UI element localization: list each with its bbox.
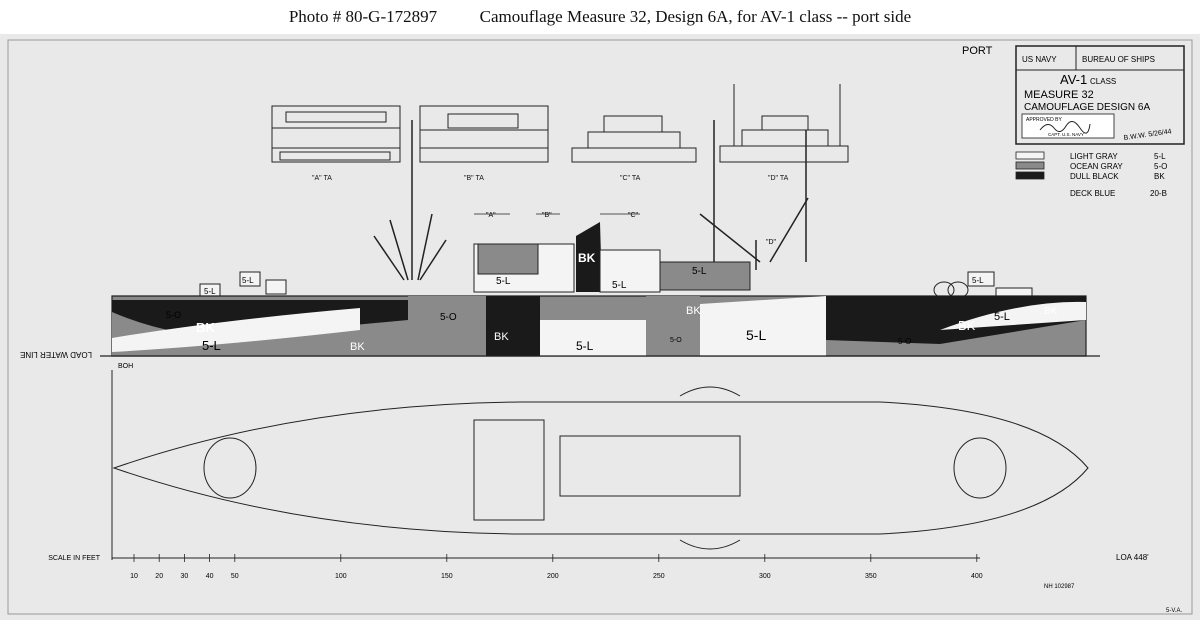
title-measure: MEASURE 32	[1024, 89, 1094, 101]
label-bk-fwd: BK	[350, 341, 365, 353]
view-c	[571, 115, 697, 163]
legend-swatch-light-gray	[1015, 151, 1045, 160]
label-bk-super: BK	[686, 305, 701, 317]
corner-mark: 5-V.A.	[1166, 608, 1182, 614]
label-bk-aft: BK	[958, 318, 976, 333]
title-class-suffix: CLASS	[1090, 77, 1116, 86]
scale-tick-label: 100	[335, 573, 347, 580]
legend-swatch-dull-black	[1015, 171, 1045, 180]
waterline-label: LOAD WATER LINE	[20, 350, 92, 359]
length-label: LOA 448'	[1116, 553, 1149, 562]
masts-and-booms	[373, 120, 809, 281]
scale-label: SCALE IN FEET	[48, 555, 100, 562]
marker-c: "C"	[628, 212, 639, 219]
legend-name-light-gray: LIGHT GRAY	[1070, 152, 1118, 161]
legend-swatch-ocean-gray	[1015, 161, 1045, 170]
superstructure-elevation: BK 5-L 5-L 5-L 5-L 5-L 5-L	[199, 222, 1033, 301]
drawn-by: B.W.W. 5/26/44	[1123, 128, 1172, 142]
approval-stamp	[1021, 113, 1115, 139]
view-b-label: "B" TA	[464, 175, 484, 182]
scale-tick-label: 40	[206, 573, 214, 580]
marker-d: "D"	[766, 239, 777, 246]
caption-description: Camouflage Measure 32, Design 6A, for AV…	[479, 7, 912, 26]
view-d	[719, 84, 849, 163]
hull-elevation: 5-O BK 5-L BK 5-O BK 5-L 5-O BK 5-L 5-O …	[111, 295, 1087, 357]
label-5o-aft-small: 5-O	[670, 337, 682, 344]
scale-tick-label: 300	[759, 573, 771, 580]
scale-tick-label: 250	[653, 573, 665, 580]
scale-tick-label: 30	[181, 573, 189, 580]
scale-tick-label: 20	[155, 573, 163, 580]
legend-code-ocean-gray: 5-O	[1154, 162, 1167, 171]
view-c-label: "C" TA	[620, 175, 641, 182]
approval-signature	[1039, 121, 1091, 134]
marker-a: "A"	[486, 212, 496, 219]
label-5l-boat: 5-L	[692, 266, 707, 277]
view-a-label: "A" TA	[312, 175, 332, 182]
label-5l-gun-b: 5-L	[204, 287, 216, 296]
approver-title: CAPT. U.S. NAVY	[1048, 132, 1084, 137]
scale-tick-label: 10	[130, 573, 138, 580]
paint-legend: LIGHT GRAY 5-L OCEAN GRAY 5-O DULL BLACK…	[1015, 151, 1167, 198]
scale-ticks: 10 20 30 40 50 100 150 200 250 300 350 400	[130, 554, 983, 580]
title-org-left: US NAVY	[1022, 55, 1057, 64]
photo-caption: Photo # 80-G-172897 Camouflage Measure 3…	[0, 0, 1200, 34]
title-design: CAMOUFLAGE DESIGN 6A	[1024, 102, 1150, 113]
approved-label: APPROVED BY	[1026, 117, 1063, 123]
drawing-sheet: PORT US NAVY BUREAU OF SHIPS AV-1 CLASS …	[0, 34, 1200, 620]
view-a	[271, 105, 401, 163]
legend-code-deck-blue: 20-B	[1150, 189, 1167, 198]
elevation-markers: "A" "B" "C" "D"	[474, 212, 777, 246]
label-5l-aft: 5-L	[746, 327, 766, 343]
title-class-name: AV-1	[1060, 72, 1087, 87]
side-label: PORT	[962, 45, 993, 57]
label-bk-mid: BK	[494, 331, 509, 343]
label-5l-stern: 5-L	[994, 311, 1010, 323]
sheet-border	[7, 39, 1193, 615]
archive-stamp: NH 102987	[1044, 584, 1075, 590]
marker-b: "B"	[542, 212, 552, 219]
photo-label: Photo #	[288, 7, 342, 26]
label-5o-mid: 5-O	[440, 312, 457, 323]
legend-name-deck-blue: DECK BLUE	[1070, 189, 1115, 198]
label-5l-bow: 5-L	[202, 338, 221, 353]
label-bk-stern: BK	[1044, 306, 1058, 317]
deck-plan-view	[111, 370, 1089, 560]
scale-tick-label: 150	[441, 573, 453, 580]
label-5l-super-a: 5-L	[496, 276, 511, 287]
scale-tick-label: 200	[547, 573, 559, 580]
title-org-right: BUREAU OF SHIPS	[1082, 55, 1155, 64]
label-5l-mid: 5-L	[576, 339, 594, 353]
camouflage-drawing: PORT US NAVY BUREAU OF SHIPS AV-1 CLASS …	[7, 39, 1193, 615]
label-5o-aft: 5-O	[898, 337, 911, 346]
view-b	[419, 105, 549, 163]
label-5l-gun-c: 5-L	[972, 276, 984, 285]
view-d-label: "D" TA	[768, 175, 789, 182]
legend-name-dull-black: DULL BLACK	[1070, 172, 1119, 181]
scale-bar: SCALE IN FEET LOA 448' 10 20 30 40 50 100 150 2…	[48, 553, 1149, 580]
scale-tick-label: 400	[971, 573, 983, 580]
label-5l-super-b: 5-L	[612, 280, 627, 291]
scale-tick-label: 50	[231, 573, 239, 580]
label-5l-gun-a: 5-L	[242, 276, 254, 285]
scale-tick-label: 350	[865, 573, 877, 580]
legend-name-ocean-gray: OCEAN GRAY	[1070, 162, 1123, 171]
title-block: US NAVY BUREAU OF SHIPS AV-1 CLASS MEASU…	[1015, 45, 1185, 145]
label-bk-bow: BK	[196, 320, 215, 335]
legend-code-light-gray: 5-L	[1154, 152, 1166, 161]
legend-code-dull-black: BK	[1154, 172, 1165, 181]
label-5o-bow: 5-O	[166, 310, 181, 320]
superstructure-views: "A" TA "B" TA "C" TA "D" TA	[271, 84, 849, 182]
photo-number: 80-G-172897	[345, 7, 438, 26]
plan-view-label: BOH	[118, 363, 133, 370]
label-bk-funnel: BK	[578, 251, 596, 265]
